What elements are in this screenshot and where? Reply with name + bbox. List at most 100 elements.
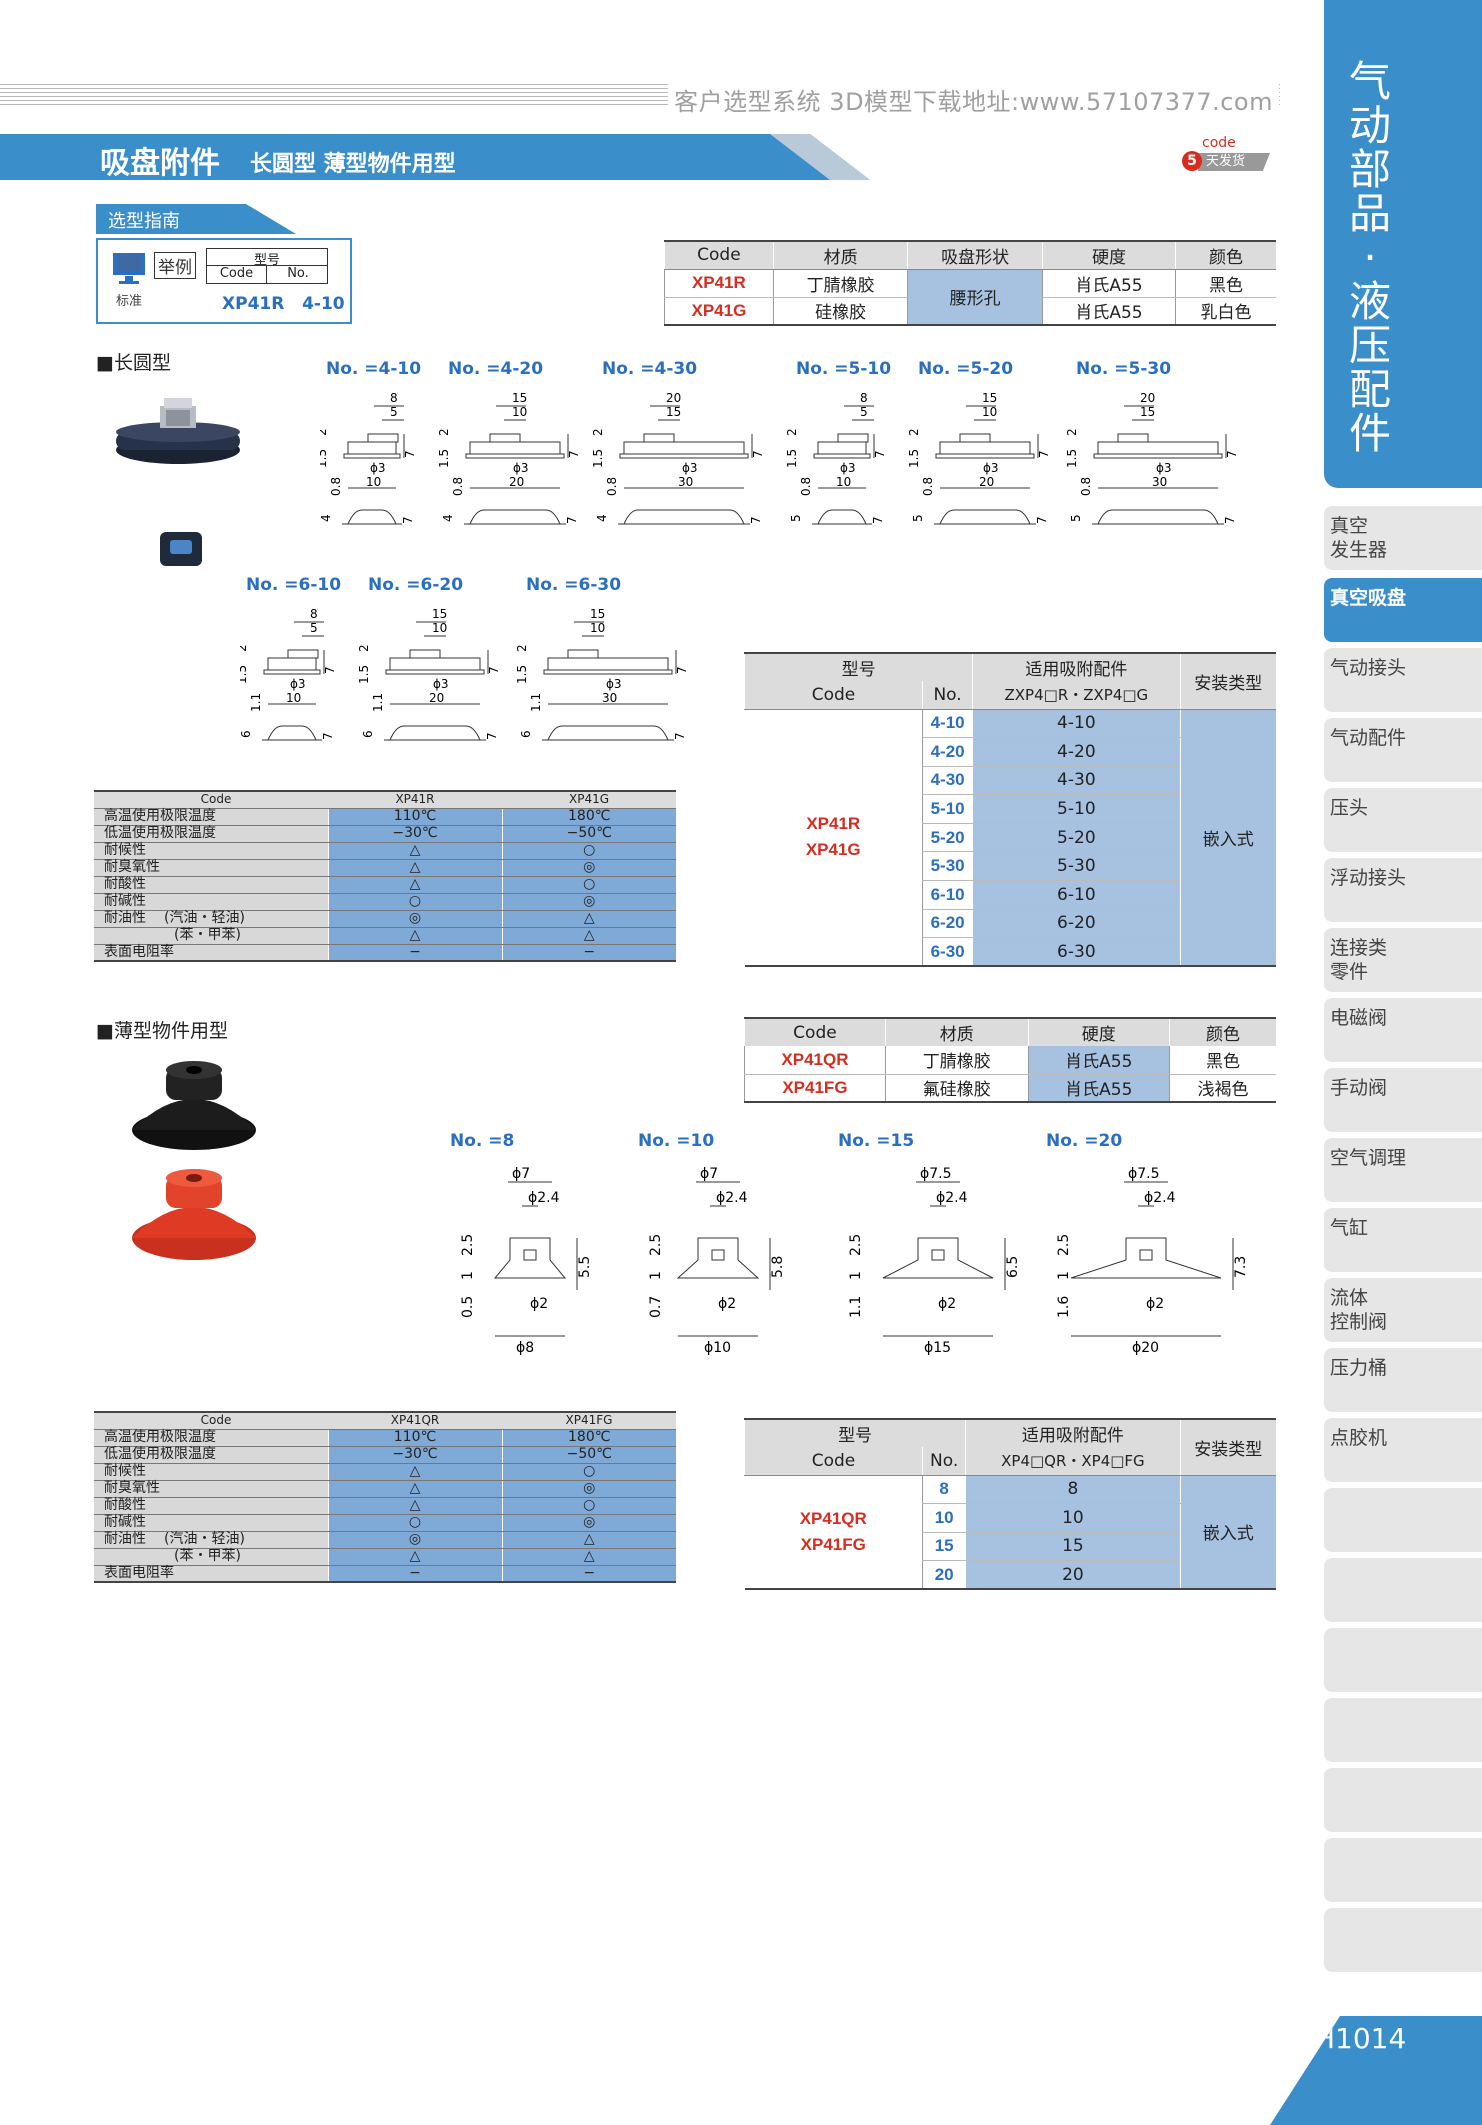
badge-days: 5 bbox=[1182, 151, 1202, 171]
sidebar-item[interactable]: 流体 控制阀 bbox=[1324, 1278, 1482, 1342]
dim-text: 7 bbox=[485, 732, 499, 740]
dim-text: ϕ10 bbox=[704, 1340, 731, 1356]
drawing-number-label: No. =5-30 bbox=[1076, 359, 1171, 379]
th-shape: 吸盘形状 bbox=[907, 240, 1043, 270]
dim-text: 30 bbox=[678, 475, 693, 489]
part-outline bbox=[385, 669, 485, 675]
sidebar-item[interactable]: 压力桶 bbox=[1324, 1348, 1482, 1412]
dim-text: 7 bbox=[321, 732, 335, 740]
spec-head-fit2: XP4□QR・XP4□FG bbox=[965, 1447, 1180, 1476]
dim-text: 6 bbox=[240, 730, 253, 738]
spec-fit: 6-20 bbox=[972, 909, 1180, 939]
part-profile bbox=[817, 509, 867, 525]
spec-head-fit: 适用吸附配件 bbox=[972, 652, 1180, 681]
prop-label: 耐油性(汽油・轻油) bbox=[94, 910, 328, 928]
color-cell: 黑色 bbox=[1168, 1046, 1276, 1075]
dim-text: 5 bbox=[911, 514, 925, 522]
th-code: Code bbox=[664, 240, 774, 270]
dim-text: ϕ7 bbox=[512, 1166, 530, 1182]
sidebar-item-empty bbox=[1324, 1488, 1482, 1552]
dim-text: ϕ2.4 bbox=[1144, 1190, 1176, 1206]
part-outline bbox=[263, 669, 321, 675]
prop-value: △ bbox=[327, 876, 502, 894]
th-material: 材质 bbox=[772, 240, 908, 270]
spec-no: 5-10 bbox=[921, 794, 973, 824]
dim-text: 10 bbox=[286, 691, 301, 705]
dim-text: 5 bbox=[390, 405, 398, 419]
dim-text: 5.5 bbox=[577, 1256, 593, 1278]
dim-text: 2 bbox=[320, 428, 329, 436]
spec-fit: 4-30 bbox=[972, 766, 1180, 796]
dim-text: 0.8 bbox=[605, 477, 619, 496]
dim-text: 10 bbox=[432, 621, 447, 635]
spec-fit: 5-20 bbox=[972, 823, 1180, 853]
prop-value: △ bbox=[327, 927, 502, 945]
part-profile bbox=[347, 509, 397, 525]
part-outline bbox=[1139, 1249, 1153, 1261]
page-number: H1014 bbox=[1314, 2022, 1407, 2055]
dim-text: 2 bbox=[591, 428, 605, 436]
spec-no: 20 bbox=[921, 1560, 966, 1591]
sidebar-item[interactable]: 空气调理 bbox=[1324, 1138, 1482, 1202]
dim-text: 7 bbox=[1223, 516, 1237, 524]
drawing-number-label: No. =4-30 bbox=[602, 359, 697, 379]
sidebar-item-empty bbox=[1324, 1768, 1482, 1832]
dim-text: 0.8 bbox=[921, 477, 935, 496]
spec-head-no: No. bbox=[921, 681, 973, 710]
prop-label: 表面电阻率 bbox=[94, 944, 328, 962]
sidebar-item[interactable]: 气动接头 bbox=[1324, 648, 1482, 712]
dim-text: 20 bbox=[429, 691, 444, 705]
dim-text: ϕ3 bbox=[983, 461, 999, 475]
sidebar-item[interactable]: 压头 bbox=[1324, 788, 1482, 852]
dim-text: 7 bbox=[871, 516, 885, 524]
selection-guide-tab: 选型指南 bbox=[96, 204, 296, 234]
spec-head-type: 型号 bbox=[743, 1418, 966, 1447]
prop-value: − bbox=[501, 1565, 676, 1583]
sidebar-item[interactable]: 气缸 bbox=[1324, 1208, 1482, 1272]
guide-code-label: Code bbox=[207, 266, 267, 283]
sidebar-item[interactable]: 连接类 零件 bbox=[1324, 928, 1482, 992]
hardness-cell: 肖氏A55 bbox=[1041, 297, 1176, 326]
dim-text: ϕ20 bbox=[1132, 1340, 1159, 1356]
dim-text: 2 bbox=[785, 428, 799, 436]
sidebar-item[interactable]: 真空 发生器 bbox=[1324, 506, 1482, 570]
spec-no: 6-10 bbox=[921, 880, 973, 910]
dim-text: 0.5 bbox=[460, 1296, 476, 1318]
part-outline bbox=[1117, 433, 1149, 443]
dim-text: 1.5 bbox=[1065, 449, 1079, 468]
dim-text: ϕ3 bbox=[513, 461, 529, 475]
section-thin-title: ■薄型物件用型 bbox=[96, 1020, 228, 1042]
dim-text: 0.8 bbox=[799, 477, 813, 496]
dim-text: ϕ3 bbox=[433, 677, 449, 691]
guide-standard: 标准 bbox=[116, 294, 143, 309]
sidebar-item[interactable]: 点胶机 bbox=[1324, 1418, 1482, 1482]
dim-text: 2 bbox=[437, 428, 451, 436]
prop-label: 表面电阻率 bbox=[94, 1565, 328, 1583]
dim-text: 10 bbox=[982, 405, 997, 419]
dim-text: 8 bbox=[390, 391, 398, 405]
part-outline bbox=[343, 453, 401, 459]
prop-value: △ bbox=[327, 1480, 502, 1498]
dim-text: 7 bbox=[567, 450, 581, 458]
dim-text: 7 bbox=[401, 516, 415, 524]
prop-label: (苯・甲苯) bbox=[94, 1548, 328, 1566]
dim-text: 2.5 bbox=[460, 1234, 476, 1256]
dim-text: 6 bbox=[519, 730, 533, 738]
sidebar-item[interactable]: 手动阀 bbox=[1324, 1068, 1482, 1132]
spec-fit: 4-20 bbox=[972, 737, 1180, 767]
sidebar-item-empty bbox=[1324, 1838, 1482, 1902]
section-long-title: ■长圆型 bbox=[96, 352, 171, 374]
sidebar-item[interactable]: 气动配件 bbox=[1324, 718, 1482, 782]
dim-text: 1.5 bbox=[240, 665, 249, 684]
dim-text: 0.8 bbox=[329, 477, 343, 496]
prop-value: 110℃ bbox=[327, 1429, 502, 1447]
sidebar-item[interactable]: 真空吸盘 bbox=[1324, 578, 1482, 642]
dim-text: 7 bbox=[1035, 516, 1049, 524]
spec-head-code: Code bbox=[744, 1447, 923, 1476]
sidebar-item[interactable]: 浮动接头 bbox=[1324, 858, 1482, 922]
sidebar-item[interactable]: 电磁阀 bbox=[1324, 998, 1482, 1062]
prop-label: 耐候性 bbox=[94, 1463, 328, 1481]
material-cell: 丁腈橡胶 bbox=[884, 1046, 1029, 1075]
part-outline bbox=[623, 441, 745, 455]
